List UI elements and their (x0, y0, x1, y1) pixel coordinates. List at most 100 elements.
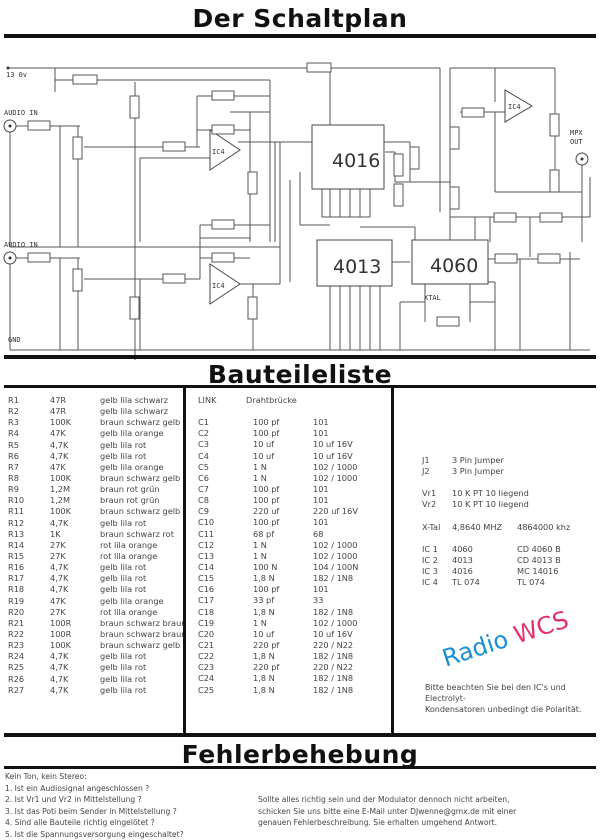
part-value: 220 pf (253, 662, 279, 673)
color-code: braun rot grün (100, 484, 160, 495)
divider (4, 355, 596, 359)
ic-4013-label: 4013 (333, 256, 381, 278)
part-ref: C20 (198, 629, 214, 640)
part-value: 10 K PT 10 liegend (452, 499, 529, 510)
part-ref: Vr2 (422, 499, 436, 510)
part-code: 101 (313, 495, 329, 506)
part-value: 4013 (452, 555, 473, 566)
color-code: braun schwarz gelb (100, 417, 180, 428)
part-value: 1 N (253, 618, 267, 629)
part-ref: R22 (8, 629, 24, 640)
capacitor-row: C25 1,8 N 182 / 1N8 (198, 685, 388, 696)
part-ref: C19 (198, 618, 214, 629)
part-ref: R16 (8, 562, 24, 573)
part-code: 182 / 1N8 (313, 651, 353, 662)
part-code: 182 / 1N8 (313, 685, 353, 696)
part-value: 1,2M (50, 484, 70, 495)
part-ref: IC 1 (422, 544, 438, 555)
color-code: gelb lila rot (100, 451, 146, 462)
color-code: braun rot grün (100, 495, 160, 506)
part-value: 100K (50, 506, 71, 517)
ic-4060-label: 4060 (430, 255, 478, 277)
part-ref: C9 (198, 506, 209, 517)
part-code: 10 uf 16V (313, 629, 353, 640)
part-code: 33 (313, 595, 323, 606)
part-value: 1 N (253, 462, 267, 473)
part-ref: C5 (198, 462, 209, 473)
part-value: 100 pf (253, 584, 279, 595)
radio-wcs-logo: Radio WCS (439, 605, 572, 672)
contact-line: schicken Sie uns bitte eine E-Mail unter… (258, 806, 516, 818)
part-value: 1 N (253, 540, 267, 551)
part-value: 100K (50, 473, 71, 484)
part-code: 182 / 1N8 (313, 673, 353, 684)
part-value: 47R (50, 395, 66, 406)
part-value: 4,8640 MHZ (452, 522, 502, 533)
part-value: 100 pf (253, 417, 279, 428)
checklist-item: 5. Ist die Spannungsversorgung eingescha… (5, 829, 184, 840)
part-ref: J2 (422, 466, 430, 477)
part-ref: R3 (8, 417, 19, 428)
part-ref: C2 (198, 428, 209, 439)
part-ref: C13 (198, 551, 214, 562)
column-divider (391, 386, 394, 733)
part-ref: IC 3 (422, 566, 438, 577)
part-ref: C25 (198, 685, 214, 696)
mpx-label: MPX (570, 129, 583, 137)
color-code: gelb lila rot (100, 674, 146, 685)
part-ref: R20 (8, 607, 24, 618)
part-code: 10 uf 16V (313, 439, 353, 450)
part-ref: C22 (198, 651, 214, 662)
part-ref: C17 (198, 595, 214, 606)
capacitor-row: C17 33 pf 33 (198, 595, 388, 606)
part-ref: C4 (198, 451, 209, 462)
part-value: 33 pf (253, 595, 274, 606)
part-value: 100 pf (253, 428, 279, 439)
part-value: 1,8 N (253, 685, 275, 696)
color-code: rot lila orange (100, 551, 157, 562)
part-code: 220 / N22 (313, 662, 353, 673)
contact-line: Sollte alles richtig sein und der Modula… (258, 794, 516, 806)
part-code: 182 / 1N8 (313, 573, 353, 584)
part-value: 100 pf (253, 484, 279, 495)
mpx-out-label: OUT (570, 138, 583, 146)
gnd-label: GND (8, 336, 21, 344)
part-ref: R12 (8, 518, 24, 529)
part-value: 27K (50, 540, 66, 551)
part-value: 100 N (253, 562, 277, 573)
trimmer-row: Vr2 10 K PT 10 liegend (422, 499, 597, 510)
part-ref: C11 (198, 529, 214, 540)
ic4-label-3: IC4 (508, 103, 521, 111)
part-value: 4,7K (50, 562, 68, 573)
part-code: 68 (313, 529, 323, 540)
